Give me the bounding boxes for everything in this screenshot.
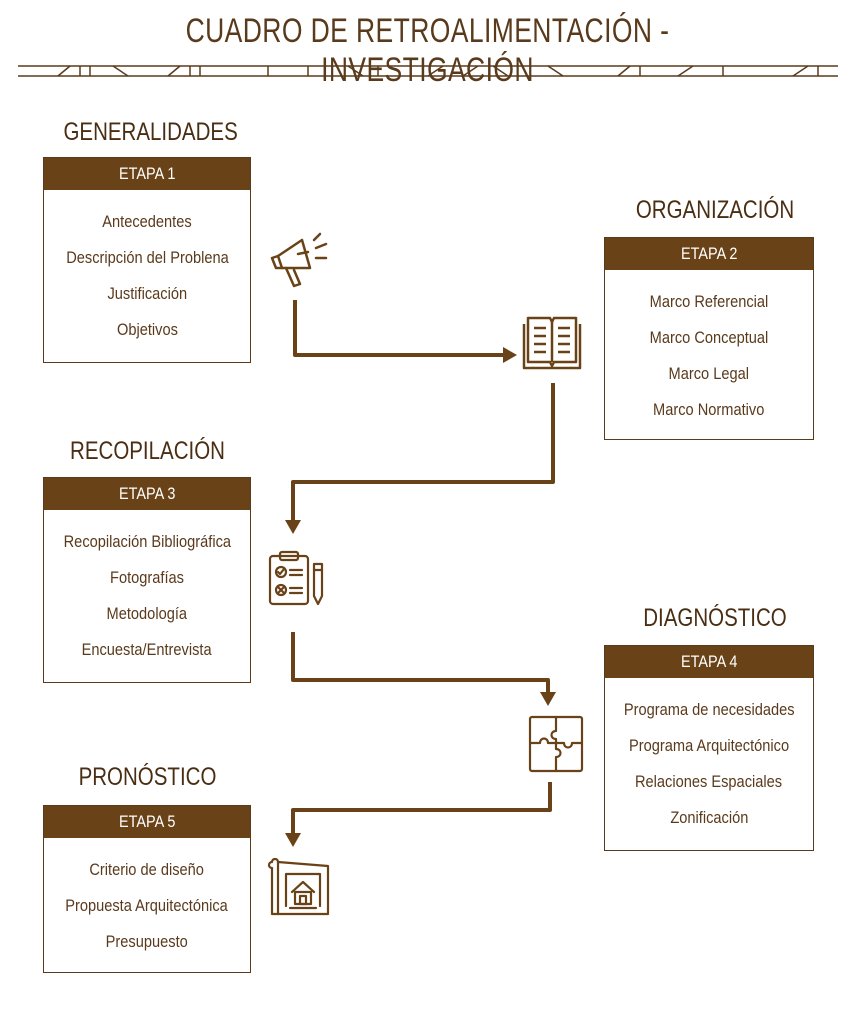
list-item: Marco Conceptual — [649, 328, 769, 347]
stage-card-3: ETAPA 3 Recopilación Bibliográfica Fotog… — [43, 477, 251, 683]
section-label-generalidades: GENERALIDADES — [63, 118, 238, 146]
stage-title: ETAPA 3 — [118, 484, 176, 503]
blueprint-icon — [267, 857, 330, 916]
list-item: Antecedentes — [102, 212, 192, 231]
stage-title: ETAPA 1 — [118, 164, 176, 183]
list-item: Presupuesto — [105, 932, 189, 951]
arrowhead-4 — [285, 833, 301, 847]
connector-arrow-1 — [293, 300, 505, 357]
section-label-recopilacion: RECOPILACIÓN — [70, 437, 225, 465]
book-icon — [522, 316, 582, 370]
connector-arrow-4 — [291, 782, 552, 835]
list-item: Zonificación — [669, 808, 749, 827]
list-item: Marco Normativo — [653, 400, 765, 419]
list-item: Programa Arquitectónico — [628, 736, 790, 755]
list-item: Fotografías — [110, 568, 184, 587]
section-label-diagnostico: DIAGNÓSTICO — [643, 604, 787, 632]
arrowhead-2 — [285, 520, 301, 534]
list-item: Objetivos — [116, 320, 178, 339]
stage-card-4: ETAPA 4 Programa de necesidades Programa… — [604, 645, 814, 851]
stage-title: ETAPA 2 — [680, 244, 738, 263]
puzzle-icon — [528, 715, 584, 773]
megaphone-icon — [270, 232, 328, 288]
list-item: Descripción del Problena — [65, 248, 229, 267]
stage-header: ETAPA 3 — [44, 478, 250, 510]
list-item: Marco Referencial — [649, 292, 769, 311]
arrowhead-1 — [503, 347, 517, 363]
stage-header: ETAPA 5 — [44, 806, 250, 838]
stage-header: ETAPA 1 — [44, 158, 250, 190]
stage-items: Programa de necesidades Programa Arquite… — [605, 678, 813, 836]
stage-title: ETAPA 5 — [118, 812, 176, 831]
list-item: Encuesta/Entrevista — [81, 640, 213, 659]
stage-items: Criterio de diseño Propuesta Arquitectón… — [44, 838, 250, 960]
title-underline-decoration — [18, 65, 838, 77]
stage-items: Antecedentes Descripción del Problena Ju… — [44, 190, 250, 348]
list-item: Justificación — [107, 284, 187, 303]
checklist-icon — [268, 550, 324, 606]
section-label-organizacion: ORGANIZACIÓN — [635, 196, 795, 224]
arrowhead-3 — [540, 692, 556, 706]
list-item: Recopilación Bibliográfica — [63, 532, 231, 551]
connector-arrow-2 — [291, 383, 555, 522]
stage-title: ETAPA 4 — [680, 652, 738, 671]
list-item: Metodología — [106, 604, 188, 623]
stage-header: ETAPA 4 — [605, 646, 813, 678]
stage-header: ETAPA 2 — [605, 238, 813, 270]
list-item: Criterio de diseño — [89, 860, 205, 879]
stage-card-1: ETAPA 1 Antecedentes Descripción del Pro… — [43, 157, 251, 363]
stage-items: Recopilación Bibliográfica Fotografías M… — [44, 510, 250, 668]
list-item: Propuesta Arquitectónica — [65, 896, 229, 915]
stage-items: Marco Referencial Marco Conceptual Marco… — [605, 270, 813, 428]
stage-card-2: ETAPA 2 Marco Referencial Marco Conceptu… — [604, 237, 814, 440]
list-item: Marco Legal — [668, 364, 750, 383]
stage-card-5: ETAPA 5 Criterio de diseño Propuesta Arq… — [43, 805, 251, 973]
list-item: Relaciones Espaciales — [635, 772, 783, 791]
section-label-pronostico: PRONÓSTICO — [78, 763, 217, 791]
connector-arrow-3 — [291, 632, 550, 695]
list-item: Programa de necesidades — [623, 700, 795, 719]
